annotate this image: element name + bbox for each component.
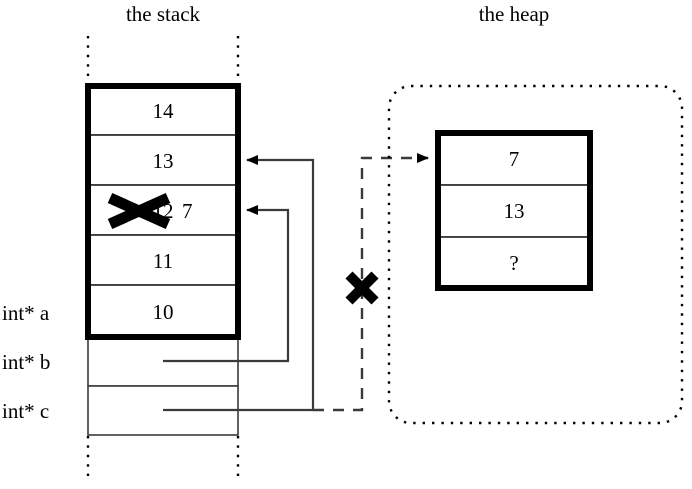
heap-cell-value-1: 13 bbox=[503, 199, 525, 223]
stack-cell-value-0: 14 bbox=[152, 99, 174, 123]
stack-cell-value-2-struck: 12 bbox=[152, 199, 174, 223]
heap-cell-value-0: 7 bbox=[508, 147, 520, 171]
heap-title: the heap bbox=[478, 2, 550, 26]
heap-block-cells bbox=[437, 132, 591, 289]
heap-cell-value-2: ? bbox=[509, 251, 519, 275]
severed-heap-pointer-path bbox=[313, 153, 429, 412]
stack-cell-value-4: 10 bbox=[152, 300, 174, 324]
stack-active-frame-cells bbox=[87, 85, 239, 338]
pointer-label-b: int* b bbox=[2, 350, 51, 374]
pointer-c-arrow-to-stack bbox=[163, 155, 315, 412]
stack-title: the stack bbox=[125, 2, 201, 26]
heap-block-outline bbox=[435, 130, 593, 291]
heap-region-boundary bbox=[387, 84, 684, 425]
struck-stack-value-x-icon bbox=[107, 192, 171, 230]
stack-cell-value-1: 13 bbox=[152, 149, 174, 173]
pointer-label-c: int* c bbox=[2, 399, 50, 423]
pointer-b-arrow bbox=[163, 205, 290, 363]
severed-pointer-x-icon bbox=[345, 271, 379, 305]
stack-cell-value-3: 11 bbox=[152, 249, 174, 273]
stack-pointer-frame bbox=[87, 336, 239, 436]
pointer-label-a: int* a bbox=[2, 301, 50, 325]
stack-extent-dotted-guides bbox=[86, 36, 240, 483]
stack-cell-value-2-replacement: 7 bbox=[182, 199, 193, 223]
stack-active-frame-outline bbox=[85, 83, 241, 340]
